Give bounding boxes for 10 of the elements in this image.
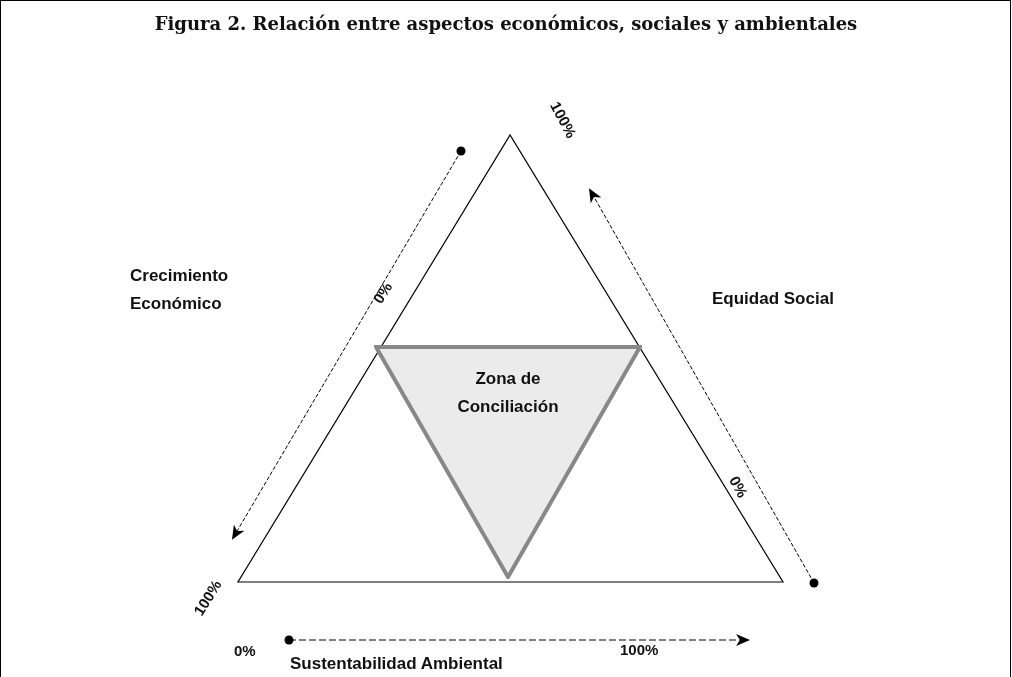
axis-label: 0% bbox=[368, 277, 397, 309]
axis-label: Equidad Social bbox=[712, 288, 834, 310]
axis-label: 0% bbox=[725, 472, 753, 502]
axis-label: Crecimiento Económico bbox=[130, 265, 230, 315]
axis-label: 100% bbox=[620, 642, 659, 657]
axis-label: 0% bbox=[234, 643, 256, 658]
zone-label: Zona de Conciliación bbox=[456, 368, 560, 418]
inverted-triangle bbox=[374, 345, 642, 579]
figure-title: Figura 2. Relación entre aspectos económicos, sociales y ambientales bbox=[153, 12, 859, 36]
axis-label: Sustentabilidad Ambiental bbox=[290, 654, 503, 674]
